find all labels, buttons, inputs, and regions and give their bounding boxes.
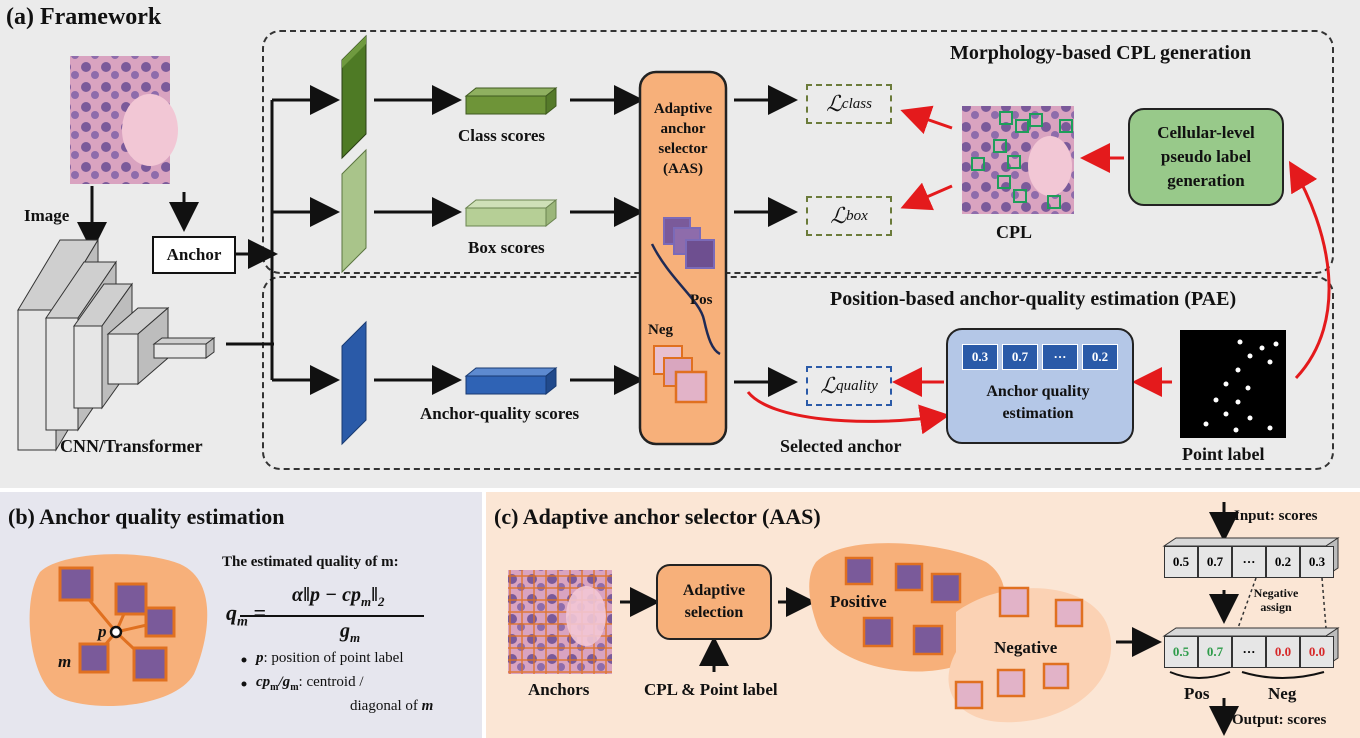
input-score-cell: 0.7	[1198, 546, 1232, 578]
cpl-point-label: CPL & Point label	[644, 680, 778, 699]
panel-b-title: (b) Anchor quality estimation	[8, 504, 285, 529]
aqe-value: 0.7	[1002, 344, 1038, 370]
negative-label: Negative	[994, 638, 1058, 657]
bullet-point-label: p: position of point label	[256, 650, 404, 666]
cpl-label: CPL	[996, 222, 1032, 242]
panel-anchor-quality: (b) Anchor quality estimation p m The es…	[0, 492, 482, 738]
formula-denominator: gm	[340, 620, 361, 645]
aqe-value: 0.3	[962, 344, 998, 370]
framework-graphics	[17, 34, 1331, 452]
neg-bracket-label: Neg	[1268, 684, 1297, 703]
aqe-value: ···	[1042, 344, 1078, 370]
output-scores-label: Output: scores	[1232, 712, 1327, 728]
pae-region-title: Position-based anchor-quality estimation…	[830, 288, 1237, 310]
p-label: p	[98, 622, 107, 641]
selected-anchor-label: Selected anchor	[780, 436, 902, 456]
pos-bracket-label: Pos	[1184, 684, 1210, 703]
input-score-cell: 0.2	[1266, 546, 1300, 578]
panel-c-title: (c) Adaptive anchor selector (AAS)	[494, 504, 821, 529]
adaptive-selection-box: Adaptive selection	[656, 564, 772, 640]
quality-score-bar	[464, 366, 558, 396]
output-score-cell: 0.5	[1164, 636, 1198, 668]
bullet-centroid: cpm/gm: centroid /	[256, 674, 364, 693]
aqe-value: 0.2	[1082, 344, 1118, 370]
feature-map-box	[341, 148, 367, 274]
negative-assign-label: Negative assign	[1253, 586, 1299, 614]
quality-scores-label: Anchor-quality scores	[420, 404, 580, 423]
anchor-quality-graphics	[29, 554, 424, 706]
class-score-bar	[464, 86, 558, 116]
aqe-label: Anchor quality estimation	[986, 383, 1090, 422]
aas-label: Adaptive anchor selector (AAS)	[653, 101, 713, 177]
output-score-cell: 0.7	[1198, 636, 1232, 668]
output-score-cell: 0.0	[1300, 636, 1334, 668]
output-score-cell: 0.0	[1266, 636, 1300, 668]
backbone-stack	[17, 238, 216, 452]
box-scores-label: Box scores	[468, 238, 545, 257]
aqe-value-row: 0.3 0.7 ··· 0.2	[962, 344, 1118, 370]
neg-anchor-thumbnails	[653, 345, 708, 404]
anchor-box: Anchor	[152, 236, 236, 274]
feature-map-class	[341, 34, 367, 160]
cpl-generation-box: Cellular-level pseudo label generation	[1128, 108, 1284, 206]
cpl-region-title: Morphology-based CPL generation	[950, 42, 1252, 64]
panel-framework: (a) Framework Morphology-based CPL gener…	[0, 0, 1360, 488]
output-score-cell: ···	[1232, 636, 1266, 668]
pae-region	[262, 276, 1334, 470]
point-label-label: Point label	[1182, 444, 1265, 464]
input-score-cell: ···	[1232, 546, 1266, 578]
class-scores-label: Class scores	[458, 126, 546, 145]
backbone-label: CNN/Transformer	[60, 436, 203, 456]
input-score-cell: 0.3	[1300, 546, 1334, 578]
input-scores-label: Input: scores	[1234, 508, 1318, 524]
point-label-image	[1180, 330, 1286, 438]
neg-label: Neg	[648, 322, 673, 338]
feature-map-quality	[341, 320, 367, 446]
input-score-cell: 0.5	[1164, 546, 1198, 578]
output-score-row: 0.5 0.7 ··· 0.0 0.0	[1164, 636, 1334, 668]
box-score-bar	[464, 198, 558, 228]
panel-a-title: (a) Framework	[6, 4, 162, 30]
pos-label: Pos	[690, 292, 713, 308]
formula-numerator: α‖p − cpm‖2	[292, 584, 385, 609]
aas-graphics	[508, 502, 1340, 736]
anchors-label: Anchors	[528, 680, 590, 699]
pos-anchor-thumbnails	[663, 217, 715, 269]
formula-lhs: qm =	[226, 600, 266, 630]
positive-label: Positive	[830, 592, 887, 611]
image-label: Image	[24, 206, 70, 225]
bullet-diagonal: diagonal of m	[350, 698, 434, 714]
m-label: m	[58, 652, 72, 671]
formula-intro: The estimated quality of m:	[222, 554, 399, 570]
input-score-row: 0.5 0.7 ··· 0.2 0.3	[1164, 546, 1334, 578]
cpl-region	[262, 30, 1334, 274]
panel-adaptive-selector: (c) Adaptive anchor selector (AAS)	[486, 492, 1360, 738]
